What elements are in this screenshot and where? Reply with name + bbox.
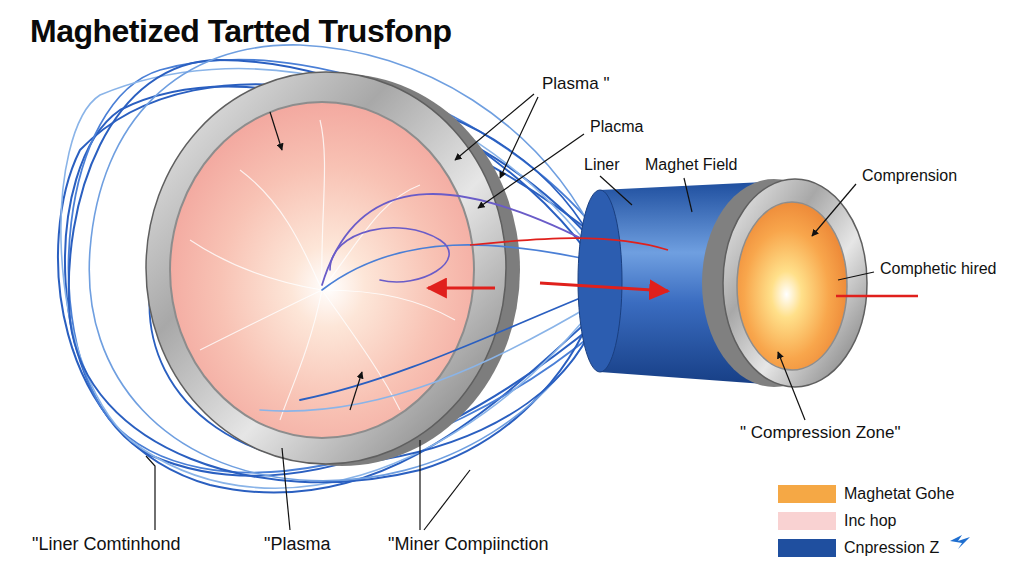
- part-label: Liner: [582, 155, 622, 174]
- legend-row: Cnpression Z: [778, 539, 939, 557]
- liner-ring: [146, 72, 520, 466]
- legend-swatch: [778, 485, 836, 503]
- legend-text: Cnpression Z: [844, 539, 939, 557]
- magnetic-field-lines: [260, 300, 600, 411]
- magnetic-field-lines: [330, 228, 449, 282]
- liner-ring: [322, 290, 455, 320]
- leader-lines: [478, 134, 584, 208]
- compression-cylinder: [578, 190, 622, 372]
- compression-cylinder: [737, 202, 847, 370]
- compression-cylinder: [578, 179, 867, 387]
- part-label: "Plasma: [262, 534, 332, 556]
- force-arrows: [836, 295, 918, 298]
- force-arrows: [470, 238, 668, 250]
- legend-icon: [950, 535, 970, 549]
- part-label: Placma: [588, 117, 645, 136]
- part-label: Maghet Field: [643, 155, 740, 174]
- force-arrows: [540, 283, 668, 291]
- leader-lines: [500, 97, 538, 178]
- magnetic-field-lines: [89, 45, 600, 481]
- compression-cylinder: [723, 179, 867, 387]
- magnetic-field-lines: [69, 60, 598, 473]
- leader-lines: [350, 372, 362, 410]
- diagram-title: Maghetized Tartted Trusfonp: [30, 12, 451, 50]
- leader-lines: [424, 470, 470, 530]
- magnetic-field-lines: [58, 45, 770, 493]
- liner-ring: [190, 240, 322, 290]
- legend-text: Maghetat Gohe: [844, 485, 954, 503]
- magnetic-field-lines: [300, 290, 600, 400]
- magnetic-field-lines: [65, 87, 600, 476]
- force-arrows: [428, 287, 495, 290]
- liner-ring: [200, 290, 322, 350]
- liner-ring: [322, 185, 420, 290]
- magnetic-field-lines: [260, 194, 600, 411]
- leader-lines: [684, 178, 692, 212]
- leader-lines: [600, 176, 632, 205]
- leader-lines: [146, 94, 874, 530]
- leader-lines: [419, 440, 420, 530]
- part-label: "Miner Compiinction: [386, 534, 550, 556]
- legend-swatch: [778, 512, 836, 530]
- part-label: Comphetic hired: [878, 259, 999, 278]
- legend-text: Inc hop: [844, 512, 896, 530]
- legend-icon: [950, 535, 970, 549]
- legend-row: Inc hop: [778, 512, 896, 530]
- leader-lines: [455, 94, 534, 160]
- force-arrows: [428, 238, 918, 296]
- part-label: Plasma ": [540, 74, 611, 94]
- magnetic-field-lines: [69, 60, 600, 482]
- magnetic-field-lines: [61, 69, 600, 489]
- leader-lines: [270, 112, 282, 150]
- liner-ring: [190, 120, 455, 420]
- legend-swatch: [778, 539, 836, 557]
- leader-lines: [282, 448, 290, 530]
- leader-lines: [778, 352, 805, 420]
- leader-lines: [812, 184, 856, 236]
- leader-lines: [146, 456, 155, 530]
- liner-ring: [320, 120, 325, 290]
- liner-ring: [170, 102, 474, 438]
- magnetic-field-lines: [322, 194, 600, 285]
- part-label: Comprension: [860, 166, 959, 185]
- legend-row: Maghetat Gohe: [778, 485, 954, 503]
- liner-ring: [146, 72, 506, 464]
- part-label: " Compression Zone": [738, 423, 902, 443]
- leader-lines: [838, 272, 874, 280]
- part-label: "Liner Comtinhond: [30, 534, 182, 556]
